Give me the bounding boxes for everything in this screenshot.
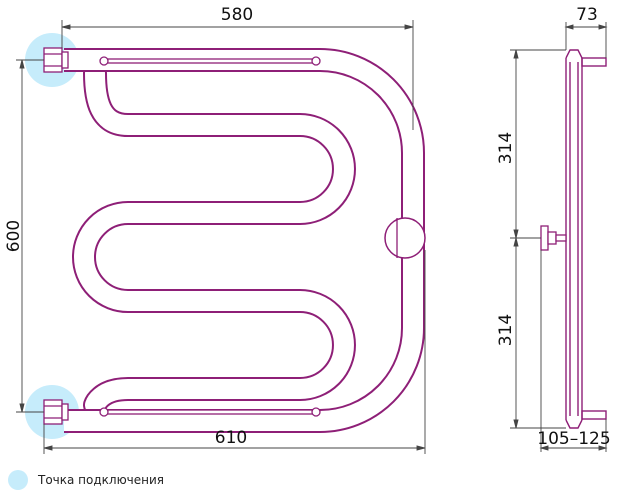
dimension-label-height: 600 — [4, 220, 24, 252]
dimension-line-depth-top — [564, 22, 608, 58]
connection-point-marker-icon — [8, 470, 28, 490]
nut-fitting-bottom — [43, 399, 69, 425]
side-view-tube — [565, 49, 607, 429]
dimension-label-upper-half: 314 — [496, 132, 516, 164]
nut-fitting-top — [43, 47, 69, 73]
serpentine-pipe — [72, 61, 356, 417]
side-view-wall-bracket — [540, 225, 567, 251]
dimension-label-bottom-width: 610 — [215, 428, 247, 448]
dimension-label-top-width: 580 — [221, 5, 253, 25]
dimension-label-lower-half: 314 — [496, 314, 516, 346]
wall-mount-disc — [384, 217, 426, 259]
bottom-rail-bar — [99, 407, 321, 417]
dimension-line-height — [16, 59, 44, 413]
legend-label: Точка подключения — [38, 473, 165, 487]
dimension-line-depth-bottom — [539, 250, 608, 452]
top-rail-bar — [99, 56, 321, 66]
dimension-line-bottom-width — [43, 250, 426, 454]
dimension-line-vertical-halves — [510, 49, 566, 429]
dimension-label-depth-top: 73 — [576, 5, 598, 25]
dimension-line-top-width — [61, 20, 414, 130]
dimension-label-depth-bottom: 105–125 — [537, 429, 610, 449]
legend: Точка подключения — [8, 470, 164, 490]
